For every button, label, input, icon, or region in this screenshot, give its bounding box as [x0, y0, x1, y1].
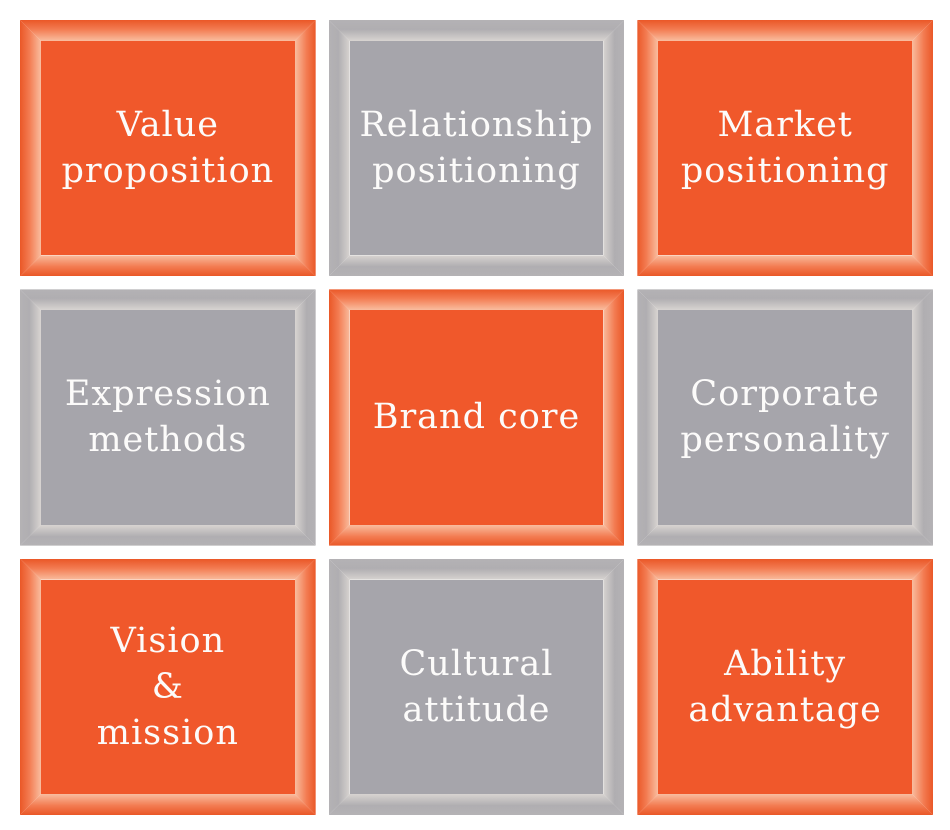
cell-value-proposition: Value proposition	[20, 20, 316, 276]
cell-face: Ability advantage	[658, 579, 912, 794]
bevel-left	[329, 20, 350, 276]
bevel-top	[20, 559, 316, 580]
cell-corporate-personality: Corporate personality	[637, 289, 933, 545]
bevel-top	[637, 20, 933, 41]
cell-label: Relationship positioning	[359, 104, 594, 192]
cell-face: Relationship positioning	[349, 41, 604, 256]
cell-label: Vision & mission	[96, 620, 239, 753]
bevel-bottom	[637, 794, 933, 815]
cell-vision-and-mission: Vision & mission	[20, 559, 316, 815]
cell-label: Corporate personality	[680, 374, 890, 461]
bevel-bottom	[329, 525, 625, 546]
cell-expression-methods: Expression methods	[20, 289, 316, 545]
bevel-left	[329, 559, 350, 815]
bevel-left	[20, 20, 41, 276]
cell-face: Brand core	[349, 310, 604, 525]
cell-label: Expression methods	[64, 374, 271, 461]
bevel-right	[603, 289, 624, 545]
bevel-left	[20, 289, 41, 545]
bevel-right	[295, 20, 316, 276]
cell-cultural-attitude: Cultural attitude	[329, 559, 625, 815]
bevel-top	[637, 289, 933, 310]
cell-label: Value proposition	[61, 104, 275, 192]
cell-label: Brand core	[372, 397, 581, 438]
bevel-bottom	[637, 525, 933, 546]
bevel-right	[295, 559, 316, 815]
cell-ability-advantage: Ability advantage	[637, 559, 933, 815]
cell-label: Cultural attitude	[399, 643, 554, 730]
bevel-right	[912, 289, 933, 545]
bevel-right	[603, 559, 624, 815]
bevel-top	[20, 20, 316, 41]
bevel-bottom	[20, 794, 316, 815]
bevel-left	[637, 289, 658, 545]
bevel-left	[637, 20, 658, 276]
bevel-bottom	[329, 794, 625, 815]
cell-face: Value proposition	[41, 41, 295, 256]
bevel-top	[329, 20, 625, 41]
cell-face: Corporate personality	[658, 310, 912, 525]
cell-label: Market positioning	[680, 104, 890, 192]
bevel-right	[295, 289, 316, 545]
bevel-left	[329, 289, 350, 545]
bevel-bottom	[637, 255, 933, 276]
bevel-bottom	[20, 525, 316, 546]
cell-face: Market positioning	[658, 41, 912, 256]
cell-face: Cultural attitude	[349, 579, 604, 794]
bevel-right	[603, 20, 624, 276]
bevel-top	[637, 559, 933, 580]
bevel-top	[20, 289, 316, 310]
bevel-right	[912, 20, 933, 276]
cell-label: Ability advantage	[688, 643, 882, 730]
bevel-right	[912, 559, 933, 815]
cell-brand-core: Brand core	[329, 289, 625, 545]
cell-face: Expression methods	[41, 310, 295, 525]
cell-market-positioning: Market positioning	[637, 20, 933, 276]
bevel-bottom	[329, 255, 625, 276]
bevel-bottom	[20, 255, 316, 276]
bevel-left	[637, 559, 658, 815]
bevel-top	[329, 559, 625, 580]
cell-relationship-positioning: Relationship positioning	[329, 20, 625, 276]
cell-face: Vision & mission	[41, 579, 295, 794]
bevel-top	[329, 289, 625, 310]
bevel-left	[20, 559, 41, 815]
